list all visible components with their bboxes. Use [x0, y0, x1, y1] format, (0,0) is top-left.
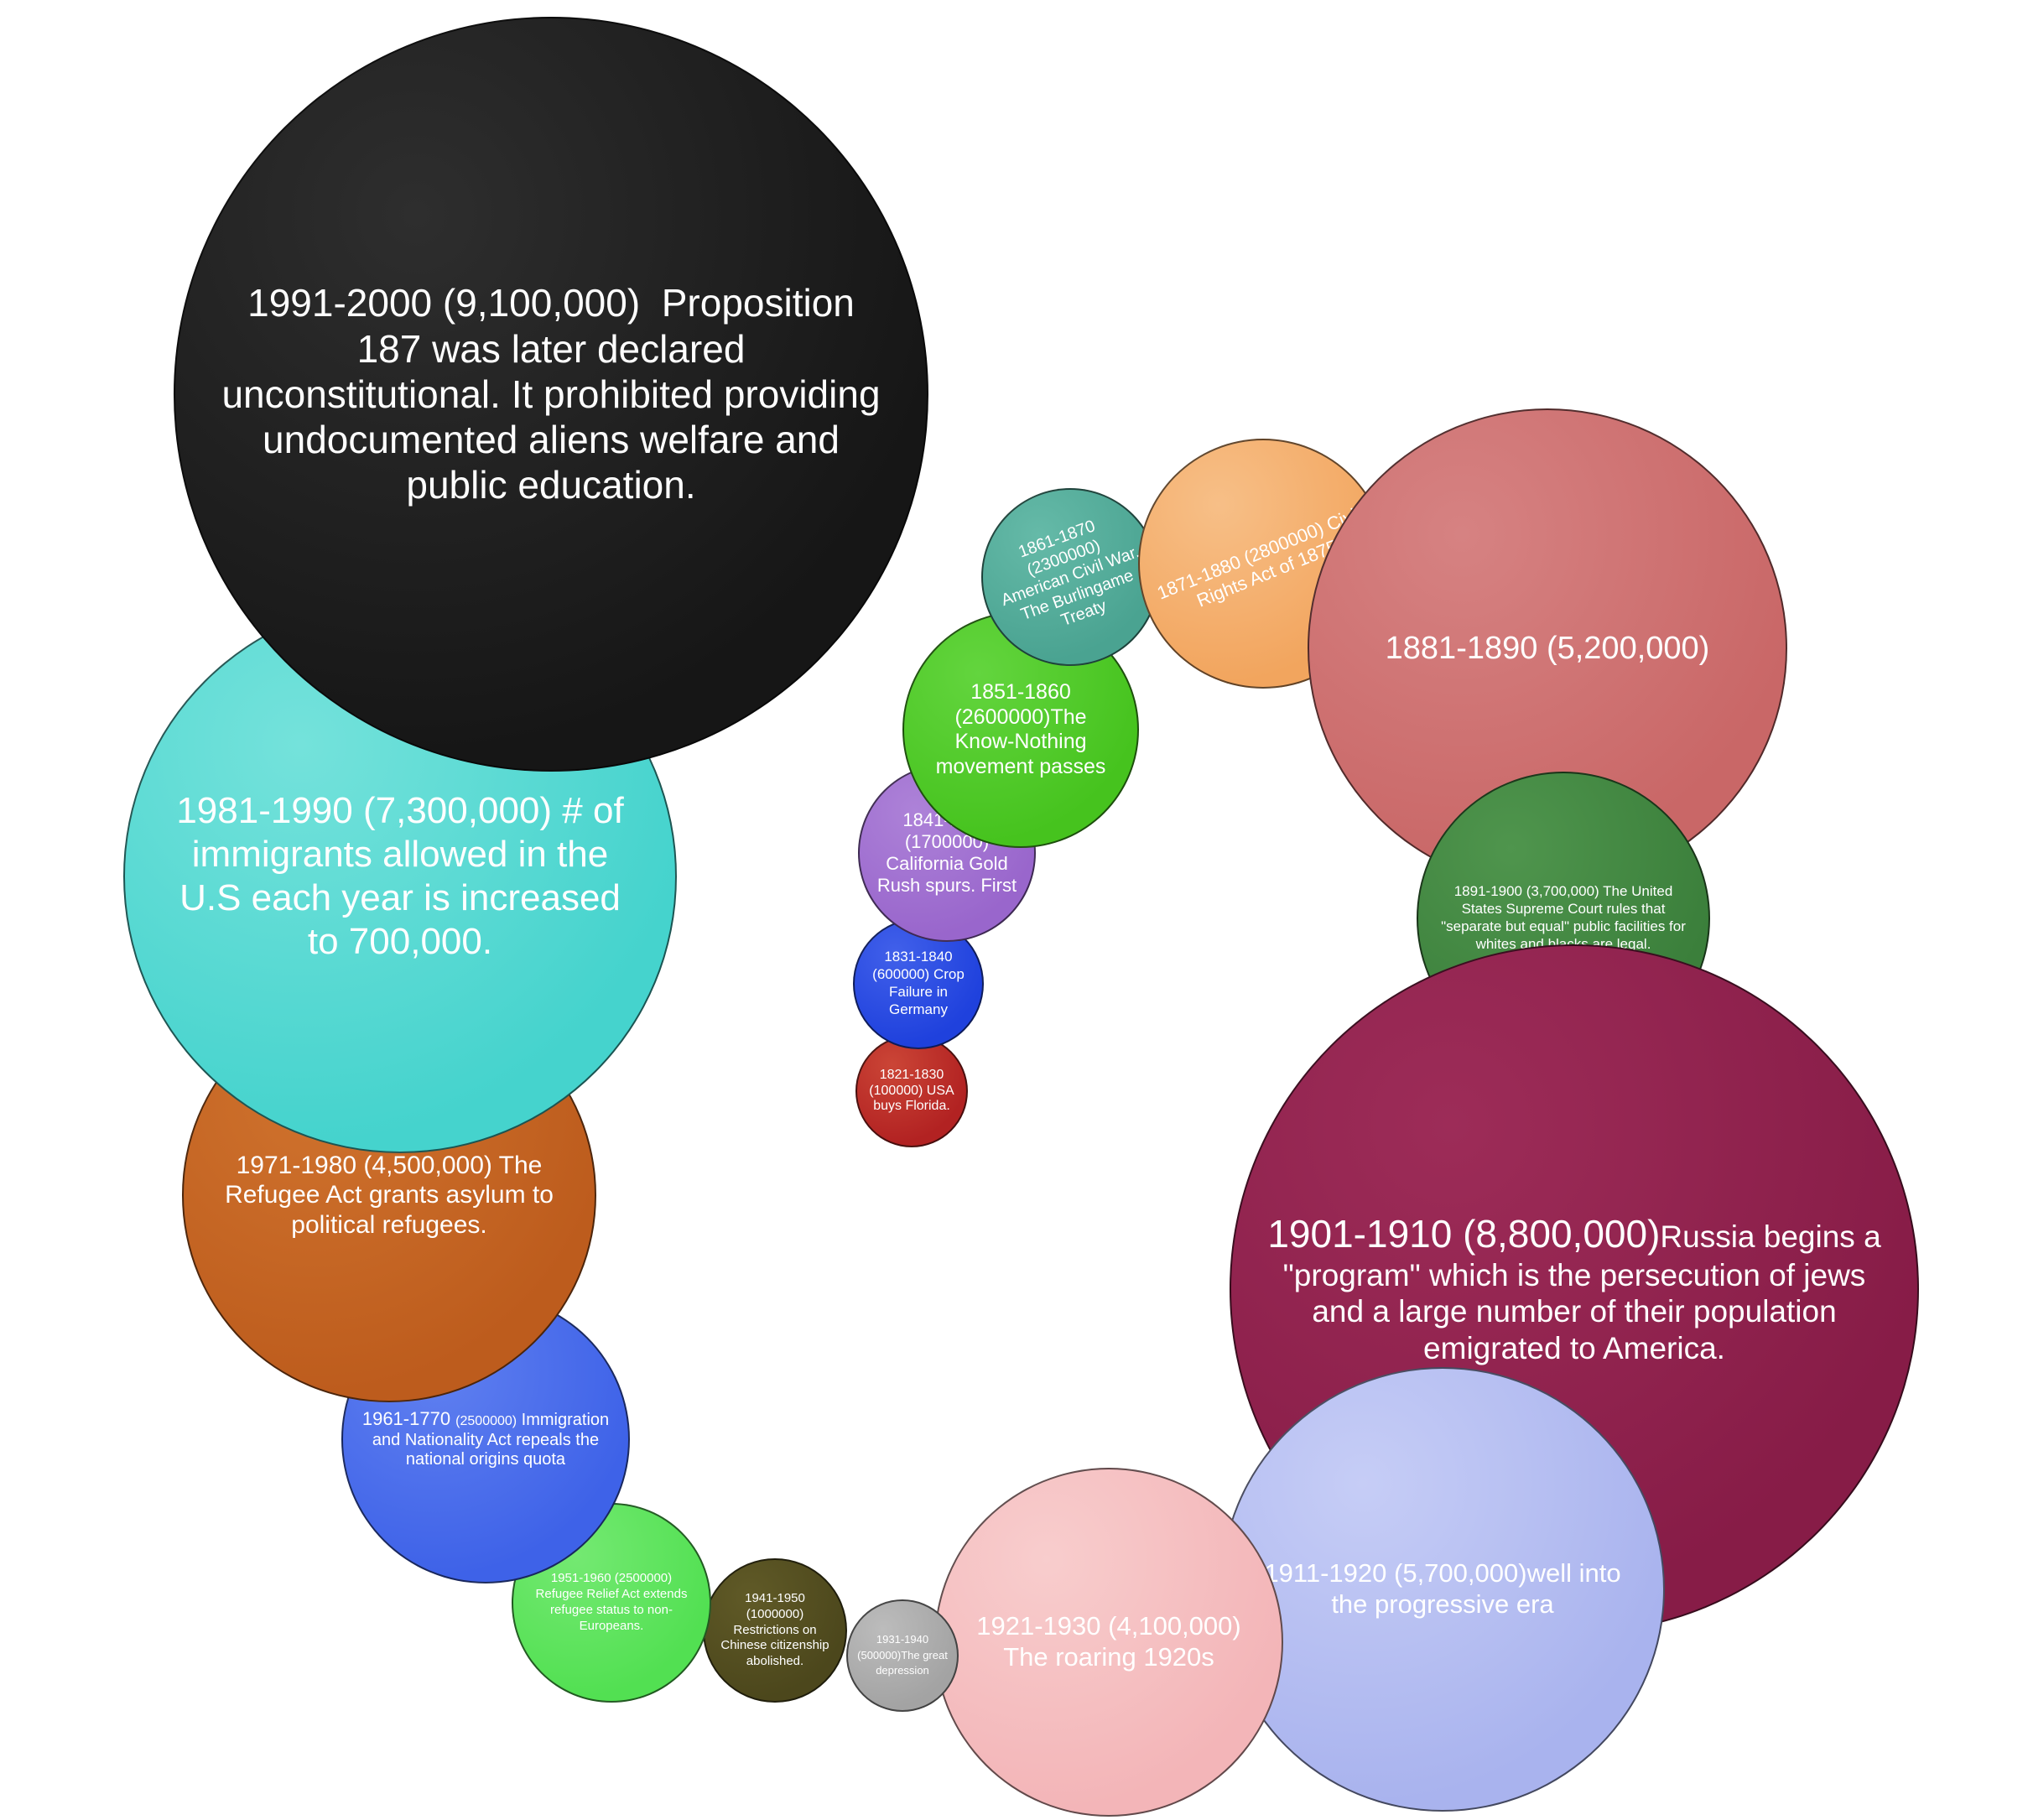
bubble-period-1961-1770: 1961-1770 [361, 1408, 456, 1430]
bubble-period-1891-1900: 1891-1900 [1453, 883, 1526, 900]
bubble-label-1911-1920: 1911-1920 (5,700,000)well into the progr… [1245, 1558, 1640, 1620]
bubble-label-1891-1900: 1891-1900 (3,700,000) The United States … [1438, 883, 1689, 954]
bubble-label-1851-1860: 1851-1860 (2600000)The Know-Nothing move… [924, 680, 1117, 779]
bubble-note-1991-2000: Proposition 187 was later declared uncon… [221, 281, 892, 507]
bubble-value-1961-1770: (2500000) [455, 1414, 517, 1429]
bubble-value-1911-1920: (5,700,000) [1394, 1558, 1527, 1589]
bubble-note-1941-1950: Restrictions on Chinese citizenship abol… [720, 1606, 833, 1669]
bubble-value-1931-1940: (500000) [857, 1648, 902, 1661]
bubble-note-1921-1930: The roaring 1920s [1003, 1611, 1249, 1672]
bubble-note-1981-1990: # of immigrants allowed in the U.S each … [179, 790, 642, 962]
bubble-note-1891-1900: The United States Supreme Court rules th… [1441, 883, 1686, 952]
bubble-label-1981-1990: 1981-1990 (7,300,000) # of immigrants al… [157, 789, 643, 964]
bubble-value-1981-1990: (7,300,000) [362, 790, 553, 832]
bubble-period-1851-1860: 1851-1860 [970, 680, 1077, 704]
bubble-note-1931-1940: The great depression [876, 1648, 951, 1677]
bubble-value-1881-1890: (5,200,000) [1546, 630, 1710, 666]
bubble-label-1831-1840: 1831-1840 (600000) Crop Failure in Germa… [864, 949, 973, 1019]
bubble-1831-1840: 1831-1840 (600000) Crop Failure in Germa… [853, 918, 984, 1049]
bubble-value-1971-1980: (4,500,000) [363, 1151, 492, 1179]
bubble-1921-1930: 1921-1930 (4,100,000) The roaring 1920s [934, 1468, 1283, 1817]
bubble-period-1921-1930: 1921-1930 [976, 1611, 1109, 1641]
bubble-value-1951-1960: (2500000) [614, 1571, 673, 1586]
bubble-period-1881-1890: 1881-1890 [1385, 630, 1547, 666]
bubble-period-1821-1830: 1821-1830 [879, 1067, 948, 1082]
bubble-note-1961-1770: Immigration and Nationality Act repeals … [372, 1411, 614, 1469]
bubble-1911-1920: 1911-1920 (5,700,000)well into the progr… [1220, 1367, 1665, 1812]
bubble-label-1931-1940: 1931-1940 (500000)The great depression [856, 1632, 949, 1680]
bubble-label-1921-1930: 1921-1930 (4,100,000) The roaring 1920s [958, 1611, 1260, 1672]
bubble-label-1941-1950: 1941-1950 (1000000) Restrictions on Chin… [716, 1591, 834, 1670]
bubble-note-1821-1830: USA buys Florida. [873, 1083, 959, 1114]
bubble-note-1901-1910: Russia begins a "program" which is the p… [1282, 1219, 1890, 1365]
bubble-1821-1830: 1821-1830 (100000) USA buys Florida. [855, 1035, 968, 1147]
bubble-period-1941-1950: 1941-1950 [745, 1590, 809, 1605]
bubble-value-1921-1930: (4,100,000) [1108, 1611, 1241, 1641]
bubble-label-1901-1910: 1901-1910 (8,800,000)Russia begins a "pr… [1256, 1211, 1893, 1366]
bubble-period-1901-1910: 1901-1910 [1267, 1212, 1464, 1256]
bubble-note-1971-1980: The Refugee Act grants asylum to politic… [225, 1151, 561, 1239]
bubble-label-1881-1890: 1881-1890 (5,200,000) [1329, 630, 1765, 668]
bubble-period-1991-2000: 1991-2000 [247, 281, 443, 325]
bubble-label-1861-1870: 1861-1870 (2300000) American Civil War. … [985, 506, 1157, 649]
bubble-value-1941-1950: (1000000) [746, 1606, 804, 1621]
bubble-label-1991-2000: 1991-2000 (9,100,000) Proposition 187 wa… [220, 280, 882, 507]
bubble-1991-2000: 1991-2000 (9,100,000) Proposition 187 wa… [174, 17, 928, 772]
bubble-1961-1770: 1961-1770 (2500000) Immigration and Nati… [341, 1295, 630, 1583]
bubble-value-1991-2000: (9,100,000) [442, 281, 641, 325]
bubble-value-1831-1840: (600000) [872, 966, 930, 983]
bubble-note-1841-1850: California Gold Rush spurs. First [876, 853, 1017, 896]
bubble-label-1971-1980: 1971-1980 (4,500,000) The Refugee Act gr… [213, 1151, 565, 1240]
bubble-period-1971-1980: 1971-1980 [236, 1151, 364, 1179]
bubble-value-1901-1910: (8,800,000) [1463, 1212, 1661, 1256]
bubble-period-1981-1990: 1981-1990 [176, 790, 363, 832]
bubble-period-1831-1840: 1831-1840 [884, 949, 957, 965]
bubble-value-1891-1900: (3,700,000) [1526, 883, 1599, 900]
bubble-1941-1950: 1941-1950 (1000000) Restrictions on Chin… [703, 1558, 847, 1703]
bubble-note-1911-1920: well into the progressive era [1331, 1558, 1629, 1619]
bubble-label-1951-1960: 1951-1960 (2500000) Refugee Relief Act e… [532, 1571, 691, 1635]
bubble-note-1951-1960: Refugee Relief Act extends refugee statu… [535, 1571, 691, 1633]
bubble-value-1851-1860: (2600000) [954, 705, 1051, 729]
bubble-period-1911-1920: 1911-1920 [1264, 1558, 1394, 1589]
bubble-period-1951-1960: 1951-1960 [550, 1571, 615, 1586]
bubble-note-1851-1860: The Know-Nothing movement passes [935, 705, 1106, 778]
bubble-label-1821-1830: 1821-1830 (100000) USA buys Florida. [866, 1068, 958, 1115]
bubble-label-1961-1770: 1961-1770 (2500000) Immigration and Nati… [360, 1408, 611, 1470]
bubble-note-1831-1840: Crop Failure in Germany [889, 966, 969, 1017]
bubble-1861-1870: 1861-1870 (2300000) American Civil War. … [981, 488, 1159, 666]
bubble-period-1931-1940: 1931-1940 [876, 1632, 932, 1646]
bubble-value-1821-1830: (100000) [869, 1083, 923, 1098]
bubble-1931-1940: 1931-1940 (500000)The great depression [846, 1599, 959, 1712]
